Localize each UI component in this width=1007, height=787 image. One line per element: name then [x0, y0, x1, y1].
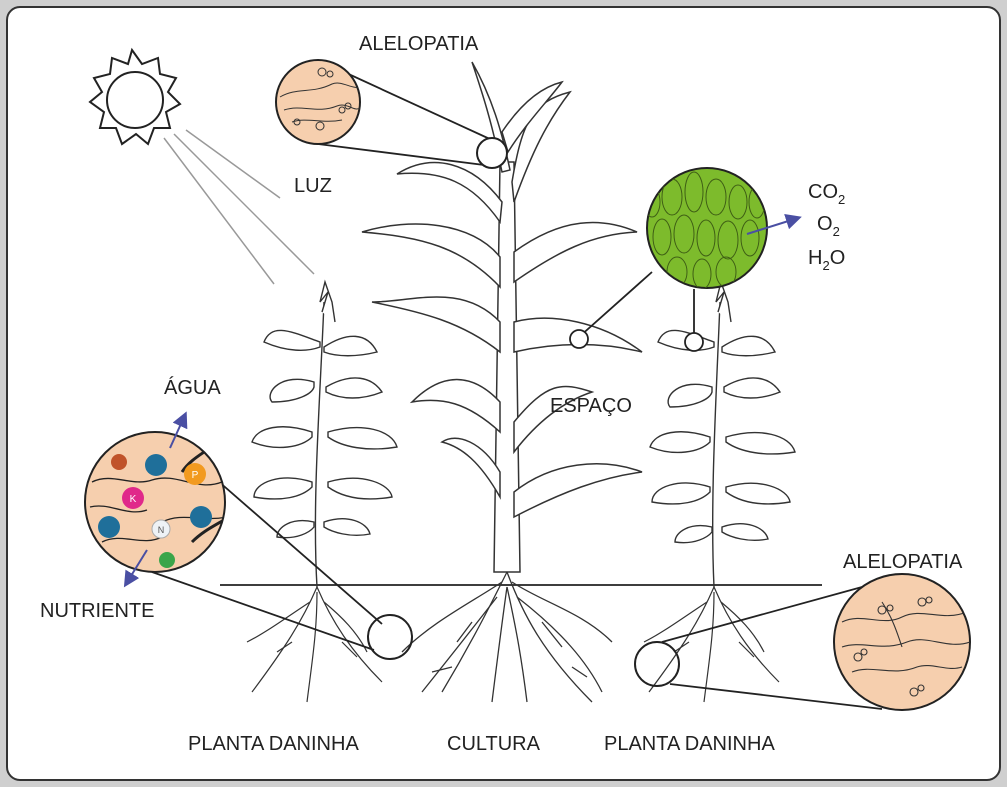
diagram-frame: P K N ALELOPATIA LUZ: [6, 6, 1001, 781]
label-allelopathy-right: ALELOPATIA: [843, 551, 963, 573]
label-space: ESPAÇO: [550, 395, 632, 417]
nutrient-p-letter: P: [192, 470, 199, 481]
label-allelopathy-top: ALELOPATIA: [359, 33, 479, 55]
nutrient-k-letter: K: [130, 494, 137, 505]
light-rays: [164, 130, 314, 284]
allelopathy-magnifier-top: [276, 60, 507, 168]
competition-diagram: P K N ALELOPATIA LUZ: [8, 8, 1001, 781]
leaf-cell-magnifier: [570, 168, 798, 351]
label-crop: CULTURA: [447, 733, 541, 755]
label-nutrient: NUTRIENTE: [40, 600, 154, 622]
crop-roots: [402, 572, 612, 702]
label-co2: CO2: [808, 181, 845, 207]
label-light: LUZ: [294, 175, 332, 197]
weed-roots-left: [247, 587, 382, 702]
allelopathy-magnifier-root: [635, 574, 970, 710]
label-water: ÁGUA: [164, 376, 221, 399]
label-o2: O2: [817, 213, 840, 239]
label-h2o: H2O: [808, 247, 845, 273]
label-weed-right: PLANTA DANINHA: [604, 733, 775, 755]
nutrient-n-letter: N: [158, 525, 165, 535]
weed-plant-left: [252, 282, 397, 587]
weed-plant-right: [650, 282, 795, 587]
label-weed-left: PLANTA DANINHA: [188, 733, 359, 755]
soil-nutrient-magnifier: P K N: [85, 415, 412, 659]
gas-labels: CO2 O2 H2O: [808, 181, 845, 273]
sun-icon: [90, 50, 180, 144]
crop-plant: [362, 62, 642, 572]
